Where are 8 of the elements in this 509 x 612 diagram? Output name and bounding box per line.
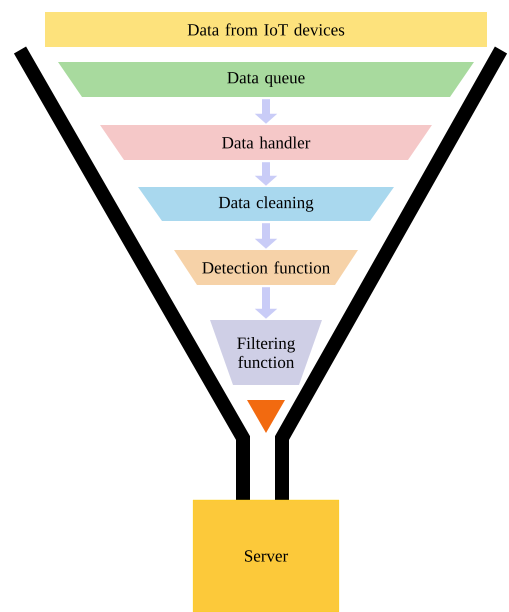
- funnel-layer: Data queue: [58, 62, 474, 97]
- funnel-layer: Data cleaning: [138, 187, 394, 221]
- funnel-layer: Filtering function: [210, 320, 322, 385]
- triangle-marker: [247, 400, 285, 433]
- funnel-layer: Detection function: [174, 250, 358, 285]
- funnel-layer: Data handler: [100, 125, 432, 160]
- server-box: Server: [192, 500, 340, 612]
- input-band: Data from IoT devices: [45, 12, 487, 47]
